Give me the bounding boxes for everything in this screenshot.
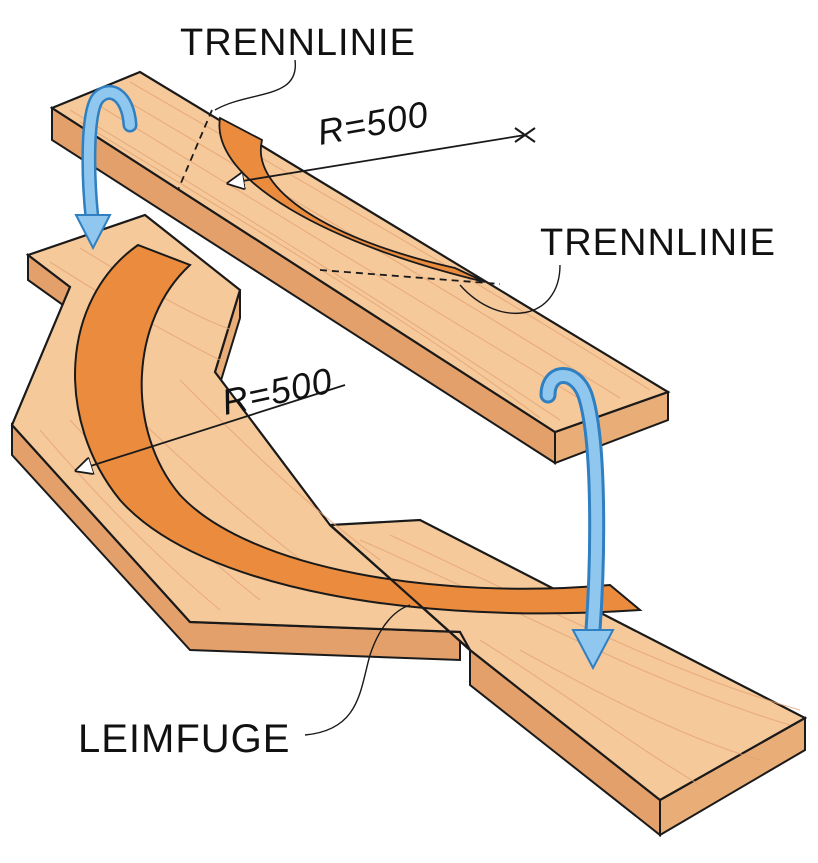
radius-bottom-annotation bbox=[78, 384, 346, 470]
top-board-separation-line-right bbox=[319, 269, 501, 285]
center-mark-icon bbox=[514, 127, 536, 143]
flip-arrow-left-icon bbox=[74, 85, 138, 251]
radius-bottom-label: R=500 bbox=[218, 359, 336, 422]
lower-curve-band bbox=[74, 243, 643, 615]
trennlinie-top-label: TRENNLINIE bbox=[180, 22, 416, 64]
leimfuge-label: LEIMFUGE bbox=[78, 717, 290, 761]
trennlinie-top-leader bbox=[214, 59, 296, 111]
top-board-separation-line-left bbox=[177, 109, 213, 191]
flip-arrow-right-icon bbox=[539, 367, 615, 671]
top-board bbox=[49, 70, 671, 465]
lower-angled-board bbox=[10, 213, 643, 662]
glue-joint-line bbox=[329, 524, 471, 651]
trennlinie-right-leader bbox=[459, 264, 561, 315]
top-board-face bbox=[49, 70, 671, 434]
radius-top-annotation bbox=[230, 127, 536, 183]
radius-top-label: R=500 bbox=[314, 93, 432, 153]
lower-straight-board bbox=[327, 518, 808, 838]
trennlinie-right-label: TRENNLINIE bbox=[540, 222, 776, 264]
leimfuge-leader bbox=[304, 604, 411, 736]
top-board-curve-band bbox=[218, 116, 486, 283]
top-board-grain bbox=[69, 81, 651, 421]
